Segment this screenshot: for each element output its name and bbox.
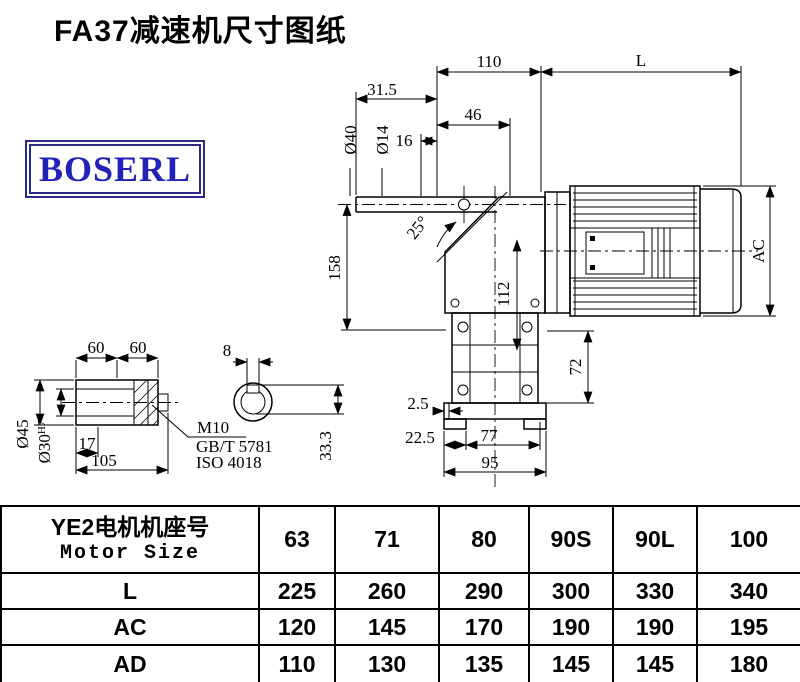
dim-112: 112 xyxy=(494,282,513,307)
size-col-header: 90L xyxy=(612,505,698,574)
table-cell: 225 xyxy=(258,572,336,610)
size-col-header: 71 xyxy=(334,505,440,574)
table-cell: 190 xyxy=(612,608,698,646)
header-cn: YE2电机机座号 xyxy=(50,514,210,541)
table-cell: 340 xyxy=(696,572,800,610)
logo-text: BOSERL xyxy=(38,149,192,189)
dim-dia30H7: Ø30H7 xyxy=(35,420,54,463)
main-dimensions: 110 L 31.5 46 16 Ø40 Ø14 25° 158 112 AC … xyxy=(325,51,776,477)
dim-77: 77 xyxy=(481,426,499,445)
table-row-AD: AD 110 130 135 145 145 180 xyxy=(0,644,800,682)
table-cell: 260 xyxy=(334,572,440,610)
row-label: L xyxy=(0,572,260,610)
table-cell: 130 xyxy=(334,644,440,682)
motor-size-table: YE2电机机座号 Motor Size 63 71 80 90S 90L 100… xyxy=(0,505,800,682)
shaft-detail-view xyxy=(62,379,180,426)
technical-drawing: 110 L 31.5 46 16 Ø40 Ø14 25° 158 112 AC … xyxy=(13,51,776,490)
table-cell: 170 xyxy=(438,608,530,646)
dim-95: 95 xyxy=(482,453,499,472)
dim-60-b: 60 xyxy=(130,338,147,357)
row-label: AD xyxy=(0,644,260,682)
dim-dia40: Ø40 xyxy=(341,125,360,154)
table-cell: 300 xyxy=(528,572,614,610)
table-cell: 135 xyxy=(438,644,530,682)
page-title: FA37减速机尺寸图纸 xyxy=(54,15,347,48)
dim-2-5: 2.5 xyxy=(407,394,428,413)
size-col-header: 80 xyxy=(438,505,530,574)
label-m10: M10 xyxy=(197,418,229,437)
boserl-logo: BOSERL xyxy=(25,140,205,198)
dim-72: 72 xyxy=(566,359,585,376)
table-cell: 290 xyxy=(438,572,530,610)
dim-158: 158 xyxy=(325,255,344,281)
main-view xyxy=(338,185,758,490)
dim-17: 17 xyxy=(79,434,97,453)
dim-105: 105 xyxy=(91,451,117,470)
table-row-AC: AC 120 145 170 190 190 195 xyxy=(0,608,800,646)
shaft-section-view: 8 33.3 xyxy=(223,341,344,461)
dim-110: 110 xyxy=(477,52,502,71)
table-cell: 180 xyxy=(696,644,800,682)
label-iso-4018: ISO 4018 xyxy=(196,453,262,472)
header-en: Motor Size xyxy=(59,541,201,565)
dim-60-a: 60 xyxy=(88,338,105,357)
size-col-header: 63 xyxy=(258,505,336,574)
size-col-header: 100 xyxy=(696,505,800,574)
dim-33-3: 33.3 xyxy=(316,431,335,461)
table-cell: 195 xyxy=(696,608,800,646)
table-header-row: YE2电机机座号 Motor Size 63 71 80 90S 90L 100 xyxy=(0,505,800,574)
dim-L: L xyxy=(636,51,646,70)
dim-46: 46 xyxy=(465,105,482,124)
dim-dia30-base: Ø30 xyxy=(35,434,54,463)
table-cell: 145 xyxy=(528,644,614,682)
motor-size-header-cell: YE2电机机座号 Motor Size xyxy=(0,505,260,574)
dim-22-5: 22.5 xyxy=(405,428,435,447)
table-row-L: L 225 260 290 300 330 340 xyxy=(0,572,800,610)
table-cell: 145 xyxy=(334,608,440,646)
shaft-detail-dimensions: 60 60 Ø45 Ø30H7 17 105 M10 GB/T 5781 ISO… xyxy=(13,338,273,475)
dim-16: 16 xyxy=(396,131,413,150)
table-cell: 145 xyxy=(612,644,698,682)
label-gbt-5781: GB/T 5781 xyxy=(196,437,273,456)
dim-AC: AC xyxy=(749,239,768,263)
table-cell: 330 xyxy=(612,572,698,610)
table-cell: 110 xyxy=(258,644,336,682)
dim-angle-25: 25° xyxy=(403,212,433,242)
dim-dia45: Ø45 xyxy=(13,419,32,448)
dim-dia14: Ø14 xyxy=(373,125,392,155)
dim-8: 8 xyxy=(223,341,232,360)
size-col-header: 90S xyxy=(528,505,614,574)
table-cell: 190 xyxy=(528,608,614,646)
dim-31-5: 31.5 xyxy=(367,80,397,99)
row-label: AC xyxy=(0,608,260,646)
dim-dia30-tolerance: H7 xyxy=(36,420,48,434)
table-cell: 120 xyxy=(258,608,336,646)
